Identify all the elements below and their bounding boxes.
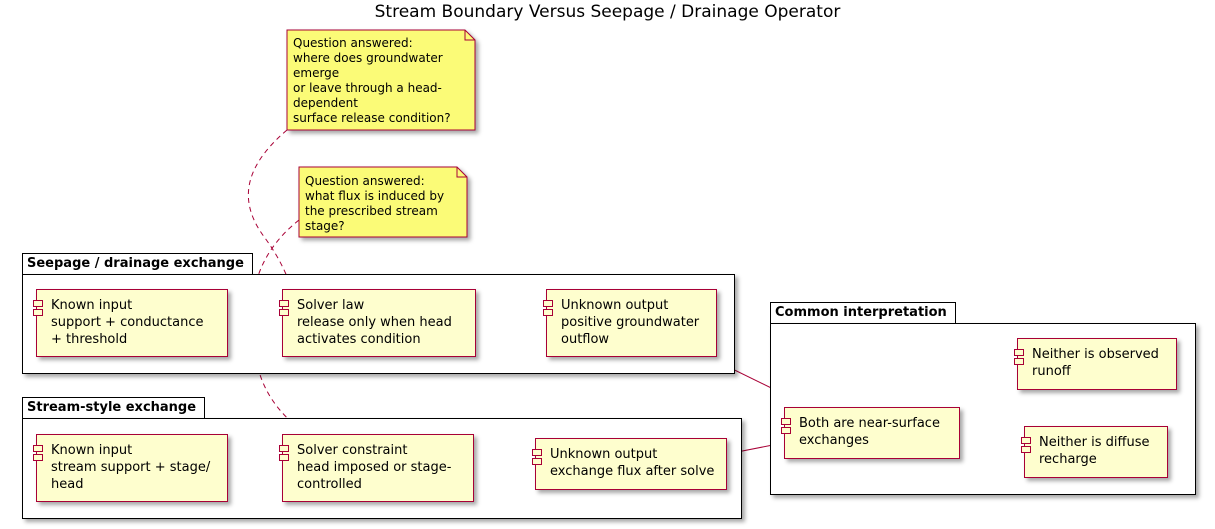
note-line: stage?	[305, 219, 345, 233]
note-line: what flux is induced by	[305, 189, 445, 203]
comp-line: recharge	[1039, 452, 1097, 467]
comp-line: head imposed or stage-	[297, 460, 452, 475]
note-line: dependent	[293, 96, 358, 110]
stream-question-note: Question answered: what flux is induced …	[299, 168, 467, 237]
comp-line: support + conductance	[51, 315, 204, 330]
comp-line: stream support + stage/	[51, 460, 211, 475]
comp-line: head	[51, 477, 84, 492]
comp-line: Unknown output	[550, 447, 658, 462]
note-line: Question answered:	[305, 174, 425, 188]
stream-known-input: Known input stream support + stage/ head	[33, 434, 228, 502]
neither-diffuse-recharge: Neither is diffuse recharge	[1021, 426, 1168, 478]
seepage-note-shape	[286, 29, 476, 131]
note-line: the prescribed stream	[305, 204, 438, 218]
note-line: surface release condition?	[293, 111, 451, 125]
comp-line: Neither is diffuse	[1039, 435, 1150, 450]
comp-line: Both are near-surface	[799, 416, 940, 431]
stream-package-tab: Stream-style exchange	[22, 397, 206, 418]
comp-line: Unknown output	[561, 298, 669, 313]
comp-line: outflow	[561, 332, 610, 347]
comp-line: Known input	[51, 298, 133, 313]
stream-unknown-output: Unknown output exchange flux after solve	[532, 438, 727, 490]
comp-line: + threshold	[51, 332, 128, 347]
comp-line: Neither is observed	[1032, 347, 1159, 362]
comp-line: Known input	[51, 443, 133, 458]
stream-solver-constraint: Solver constraint head imposed or stage-…	[279, 434, 474, 502]
comp-line: positive groundwater	[561, 315, 700, 330]
stream-note-shape	[298, 166, 468, 238]
comp-line: Solver constraint	[297, 443, 408, 458]
note-line: emerge	[293, 66, 340, 80]
seepage-solver-law: Solver law release only when head activa…	[279, 289, 476, 357]
note-link-seepage	[247, 129, 293, 290]
common-package-tab: Common interpretation	[770, 302, 956, 323]
comp-line: activates condition	[297, 332, 421, 347]
seepage-package-tab: Seepage / drainage exchange	[22, 253, 253, 274]
both-near-surface-exchanges: Both are near-surface exchanges	[781, 407, 960, 459]
comp-line: release only when head	[297, 315, 452, 330]
note-line: Question answered:	[293, 36, 413, 50]
diagram-title: Stream Boundary Versus Seepage / Drainag…	[374, 2, 841, 22]
neither-observed-runoff: Neither is observed runoff	[1014, 338, 1177, 390]
seepage-question-note: Question answered: where does groundwate…	[287, 30, 475, 130]
comp-line: runoff	[1032, 364, 1071, 379]
seepage-unknown-output: Unknown output positive groundwater outf…	[543, 289, 717, 357]
note-line: or leave through a head-	[293, 81, 442, 95]
seepage-known-input: Known input support + conductance + thre…	[33, 289, 228, 357]
comp-line: Solver law	[297, 298, 365, 313]
note-line: where does groundwater	[293, 51, 443, 65]
comp-line: exchange flux after solve	[550, 464, 715, 479]
comp-line: exchanges	[799, 433, 869, 448]
comp-line: controlled	[297, 477, 362, 492]
